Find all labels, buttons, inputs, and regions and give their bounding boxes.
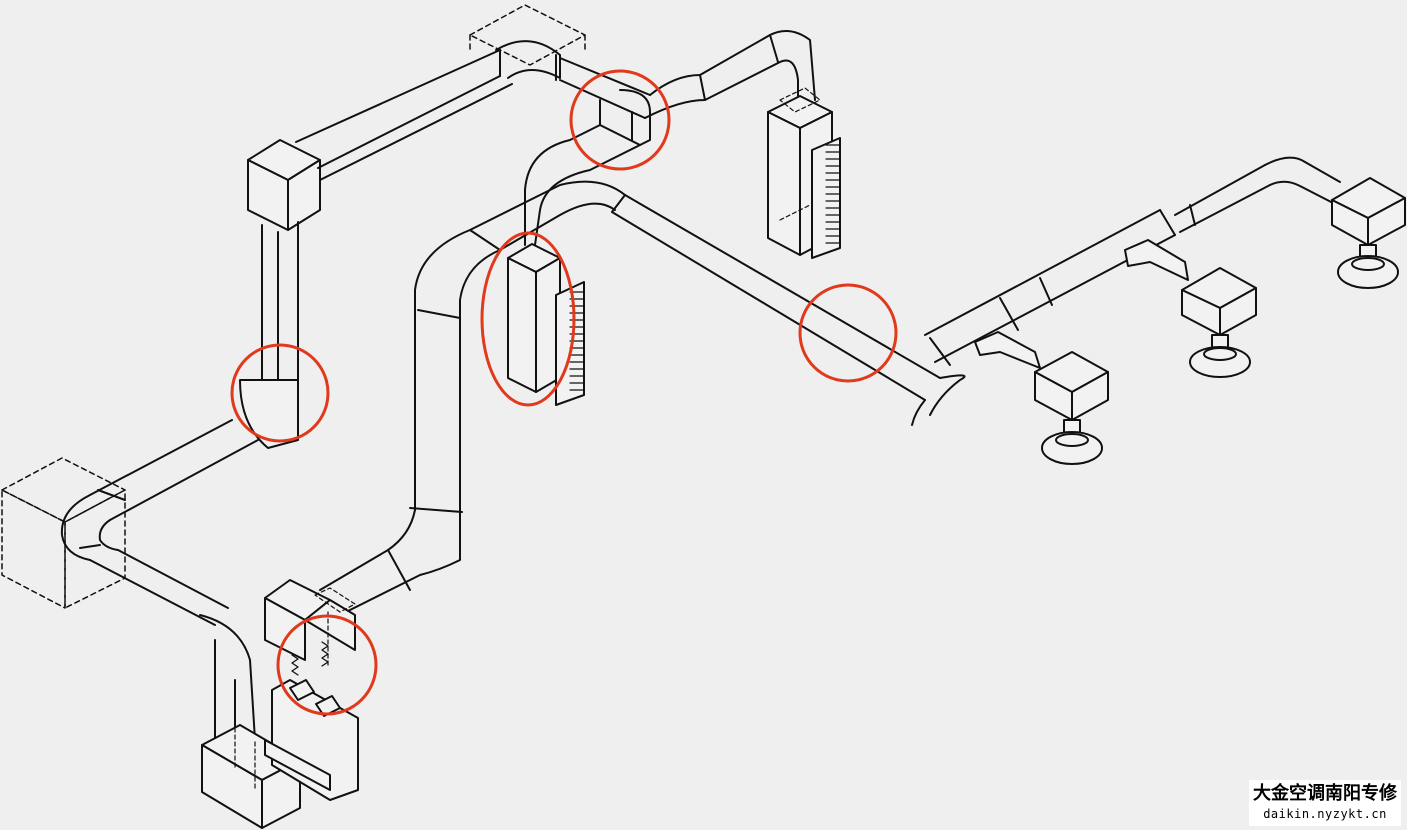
highlight-markers xyxy=(230,69,898,716)
highlight-circle-indoor-unit xyxy=(480,231,576,407)
central-indoor-unit xyxy=(507,243,585,406)
highlight-circle-left-elbow xyxy=(230,343,330,443)
left-riser-duct xyxy=(239,139,321,449)
top-dashed-box xyxy=(469,4,586,66)
lower-center-duct xyxy=(319,504,463,616)
diffuser-outlet-3 xyxy=(1331,177,1406,289)
highlight-circle-dampers xyxy=(276,614,378,716)
diffuser-outlet-1 xyxy=(974,331,1109,465)
upper-left-duct-run xyxy=(295,40,561,181)
lower-left-duct-run xyxy=(60,419,259,741)
watermark-url: daikin.nyzykt.cn xyxy=(1263,807,1387,821)
highlight-circle-main-duct xyxy=(798,283,898,383)
watermark-title: 大金空调南阳专修 xyxy=(1253,783,1397,804)
upper-indoor-unit xyxy=(767,87,841,259)
central-main-duct xyxy=(414,180,966,511)
right-branch-duct xyxy=(924,156,1341,366)
diffuser-outlet-2 xyxy=(1124,239,1257,378)
left-dashed-box xyxy=(1,457,126,609)
air-handler-unit xyxy=(264,579,359,801)
watermark: 大金空调南阳专修 daikin.nyzykt.cn xyxy=(1249,780,1401,826)
highlight-circle-upper-bend xyxy=(569,69,671,171)
middle-riser-duct xyxy=(524,89,651,246)
